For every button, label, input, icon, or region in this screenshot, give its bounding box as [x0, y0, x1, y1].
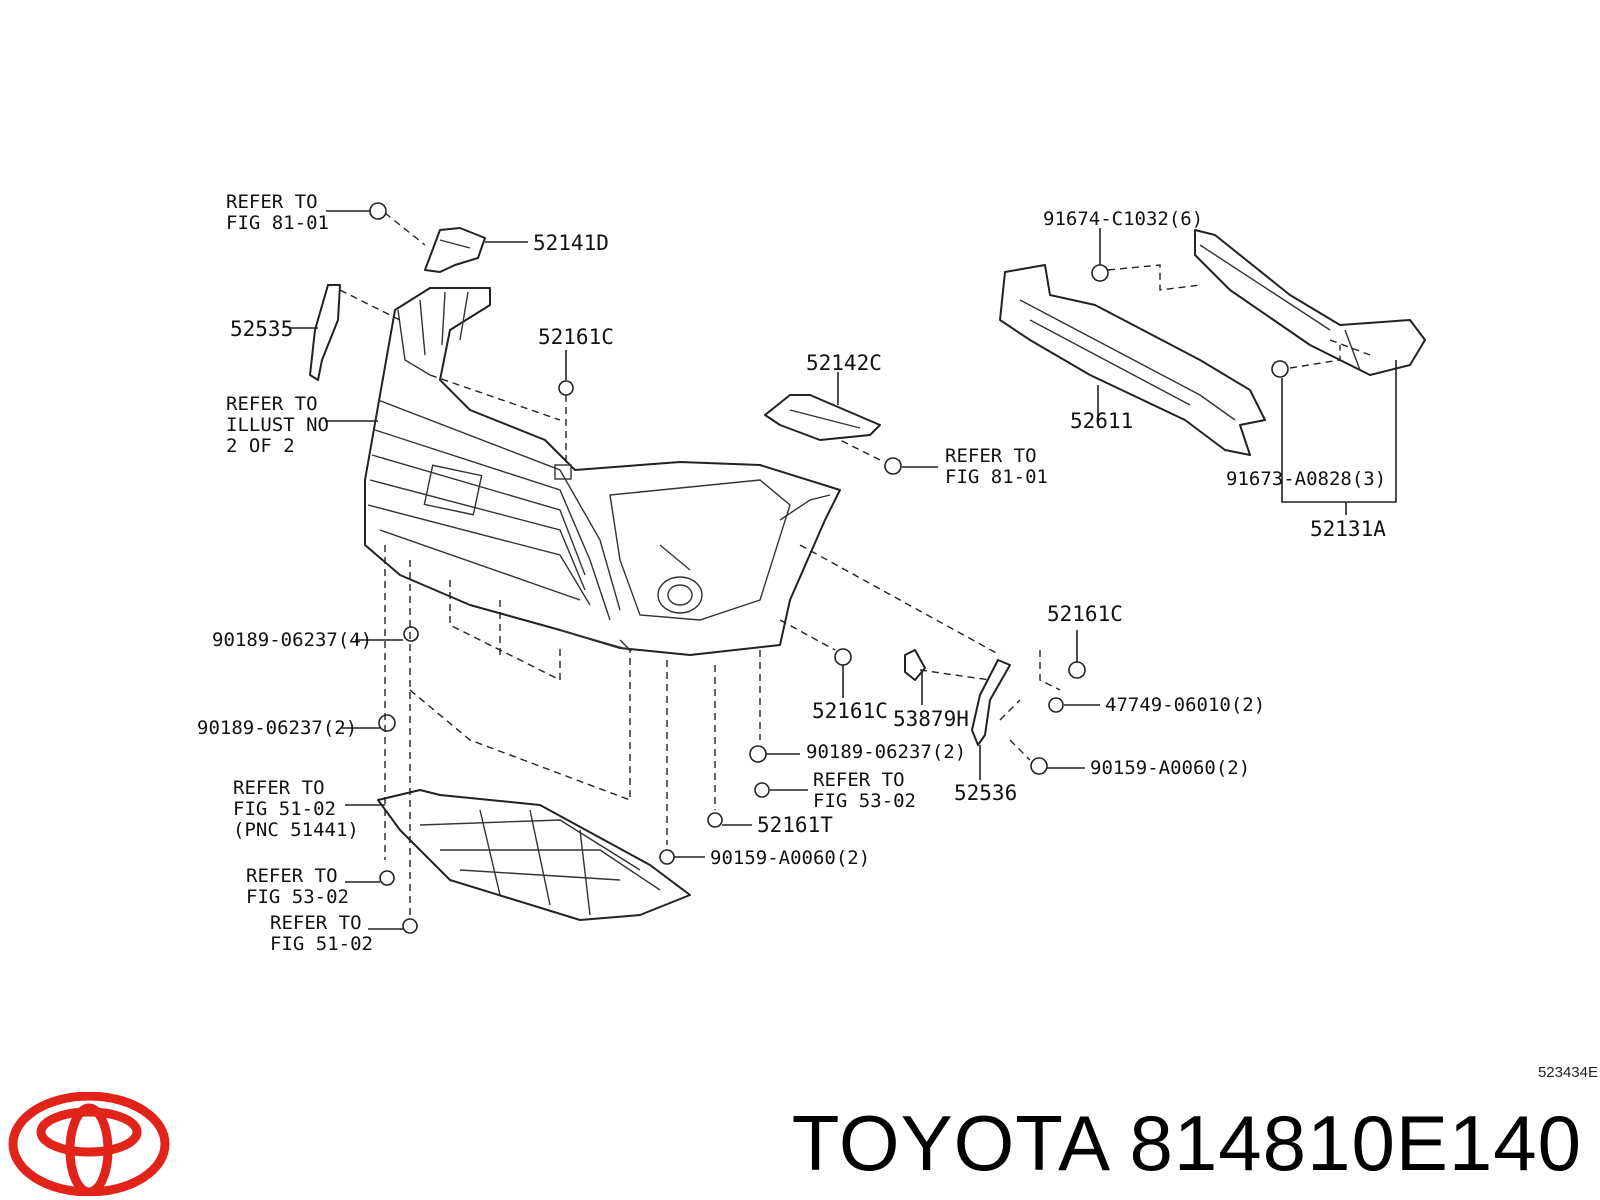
callout-52536: 52536 — [954, 781, 1017, 805]
callout-90159-A0060-right: 90159-A0060(2) — [1090, 757, 1250, 779]
callout-90159-A0060-bottom: 90159-A0060(2) — [710, 847, 870, 869]
brand-part-number: TOYOTA 814810E140 — [792, 1098, 1582, 1189]
callout-90189-06237-4: 90189-06237(4) — [212, 629, 372, 651]
bracket-52141D — [424, 227, 486, 273]
callout-52141D: 52141D — [533, 231, 609, 255]
callout-refer-53-02-mid: REFER TO FIG 53-02 — [813, 769, 916, 812]
diagram-id: 523434E — [1537, 1064, 1598, 1081]
callout-52161C-lower: 52161C — [812, 699, 888, 723]
assembly-lines — [339, 212, 1371, 915]
callout-91673-A0828: 91673-A0828(3) — [1226, 468, 1386, 490]
callout-47749-06010: 47749-06010(2) — [1105, 694, 1265, 716]
callout-52142C: 52142C — [806, 351, 882, 375]
leader-lines — [290, 210, 1397, 930]
callout-refer-51-02-low: REFER TO FIG 51-02 — [270, 912, 373, 955]
callout-refer-51-02-pnc: REFER TO FIG 51-02 (PNC 51441) — [233, 777, 359, 841]
bracket-52536 — [971, 659, 1011, 746]
bracket-52535 — [309, 284, 341, 381]
callout-90189-06237-2-left: 90189-06237(2) — [197, 717, 357, 739]
part-number: 814810E140 — [1129, 1099, 1582, 1187]
callout-52161C-right: 52161C — [1047, 602, 1123, 626]
callout-52535: 52535 — [230, 317, 293, 341]
callout-refer-illust: REFER TO ILLUST NO 2 OF 2 — [226, 393, 340, 457]
toyota-logo-icon — [8, 1092, 170, 1196]
callout-53879H: 53879H — [893, 707, 969, 731]
fasteners — [369, 202, 1289, 934]
callout-52611: 52611 — [1070, 409, 1133, 433]
front-bumper-cover — [364, 287, 841, 656]
bumper-reinforcement — [999, 229, 1426, 456]
callout-refer-81-01-top: REFER TO FIG 81-01 — [226, 191, 329, 234]
engine-under-cover — [377, 789, 691, 921]
callout-91674-C1032: 91674-C1032(6) — [1043, 208, 1203, 230]
callout-90189-06237-2-right: 90189-06237(2) — [806, 741, 966, 763]
brand-name: TOYOTA — [791, 1099, 1107, 1187]
bracket-52142C — [764, 394, 881, 441]
callout-refer-81-01-mid: REFER TO FIG 81-01 — [945, 445, 1048, 488]
callout-refer-53-02-low: REFER TO FIG 53-02 — [246, 865, 349, 908]
bracket-53879H — [904, 649, 926, 681]
callout-52161C-upper: 52161C — [538, 325, 614, 349]
callout-52161T: 52161T — [757, 813, 833, 837]
callout-52131A: 52131A — [1310, 517, 1386, 541]
